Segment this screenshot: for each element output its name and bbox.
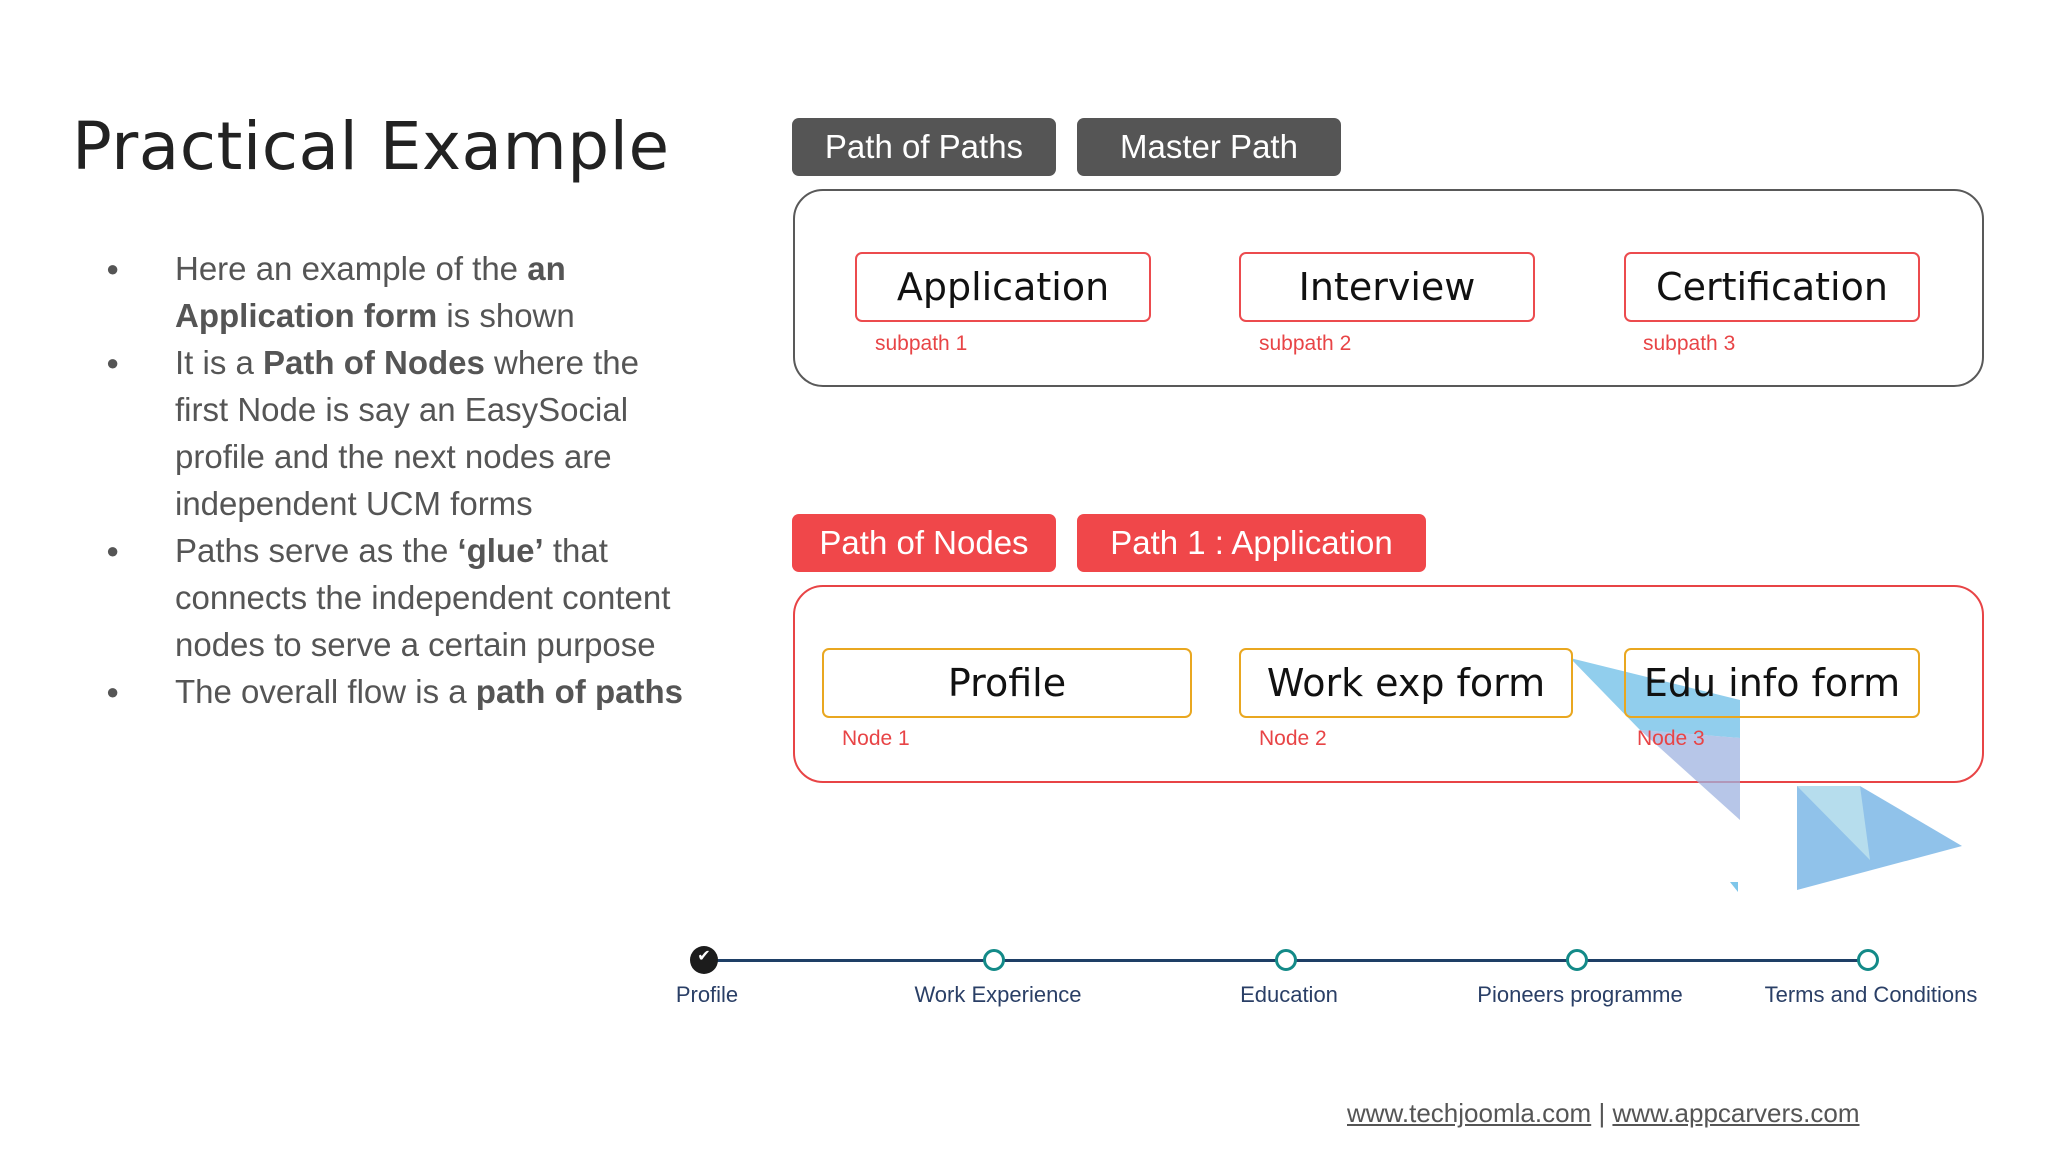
techjoomla-link[interactable]: www.techjoomla.com: [1347, 1098, 1592, 1128]
step-check-icon[interactable]: ✔: [690, 946, 718, 974]
subpath-box-application: Application: [855, 252, 1151, 322]
step-dot-work-experience[interactable]: [983, 949, 1005, 971]
node-label: Node 3: [1637, 727, 1705, 750]
bullet-dot-icon: ●: [106, 538, 120, 563]
bullet-item: ● The overall flow is a path of paths: [100, 668, 700, 715]
bullet-dot-icon: ●: [106, 256, 120, 281]
bullet-dot-icon: ●: [106, 679, 120, 704]
subpath-label: subpath 3: [1643, 332, 1736, 355]
node-box-edu-info: Edu info form: [1624, 648, 1920, 718]
step-label-profile[interactable]: Profile: [675, 982, 739, 1007]
slide-title: Practical Example: [72, 108, 670, 185]
node-path-frame: [793, 585, 1984, 783]
node-box-work-exp: Work exp form: [1239, 648, 1573, 718]
subpath-box-interview: Interview: [1239, 252, 1535, 322]
path-of-paths-tag: Path of Paths: [792, 118, 1056, 176]
node-box-profile: Profile: [822, 648, 1192, 718]
step-label-education[interactable]: Education: [1240, 982, 1338, 1007]
path-of-nodes-tag: Path of Nodes: [792, 514, 1056, 572]
step-label-pioneers[interactable]: Pioneers programme: [1477, 982, 1683, 1007]
master-path-frame: [793, 189, 1984, 387]
path-application-tag: Path 1 : Application: [1077, 514, 1426, 572]
step-dot-terms[interactable]: [1857, 949, 1879, 971]
node-label: Node 1: [842, 727, 910, 750]
footer-separator: |: [1598, 1098, 1606, 1128]
step-dot-education[interactable]: [1275, 949, 1297, 971]
bullet-list: ● Here an example of the an Application …: [100, 245, 700, 715]
step-dot-pioneers[interactable]: [1566, 949, 1588, 971]
step-label-terms[interactable]: Terms and Conditions: [1764, 982, 1978, 1007]
subpath-label: subpath 2: [1259, 332, 1352, 355]
bullet-item: ● Paths serve as the ‘glue’ that connect…: [100, 527, 700, 668]
footer-links: www.techjoomla.com | www.appcarvers.com: [1347, 1098, 1860, 1129]
subpath-box-certification: Certification: [1624, 252, 1920, 322]
node-label: Node 2: [1259, 727, 1327, 750]
bullet-item: ● Here an example of the an Application …: [100, 245, 700, 339]
paper-plane-decoration-icon: [1570, 658, 1962, 892]
bullet-dot-icon: ●: [106, 350, 120, 375]
bullet-item: ● It is a Path of Nodes where the first …: [100, 339, 700, 527]
master-path-tag: Master Path: [1077, 118, 1341, 176]
step-label-work-experience[interactable]: Work Experience: [914, 982, 1082, 1007]
subpath-label: subpath 1: [875, 332, 968, 355]
appcarvers-link[interactable]: www.appcarvers.com: [1612, 1098, 1860, 1128]
